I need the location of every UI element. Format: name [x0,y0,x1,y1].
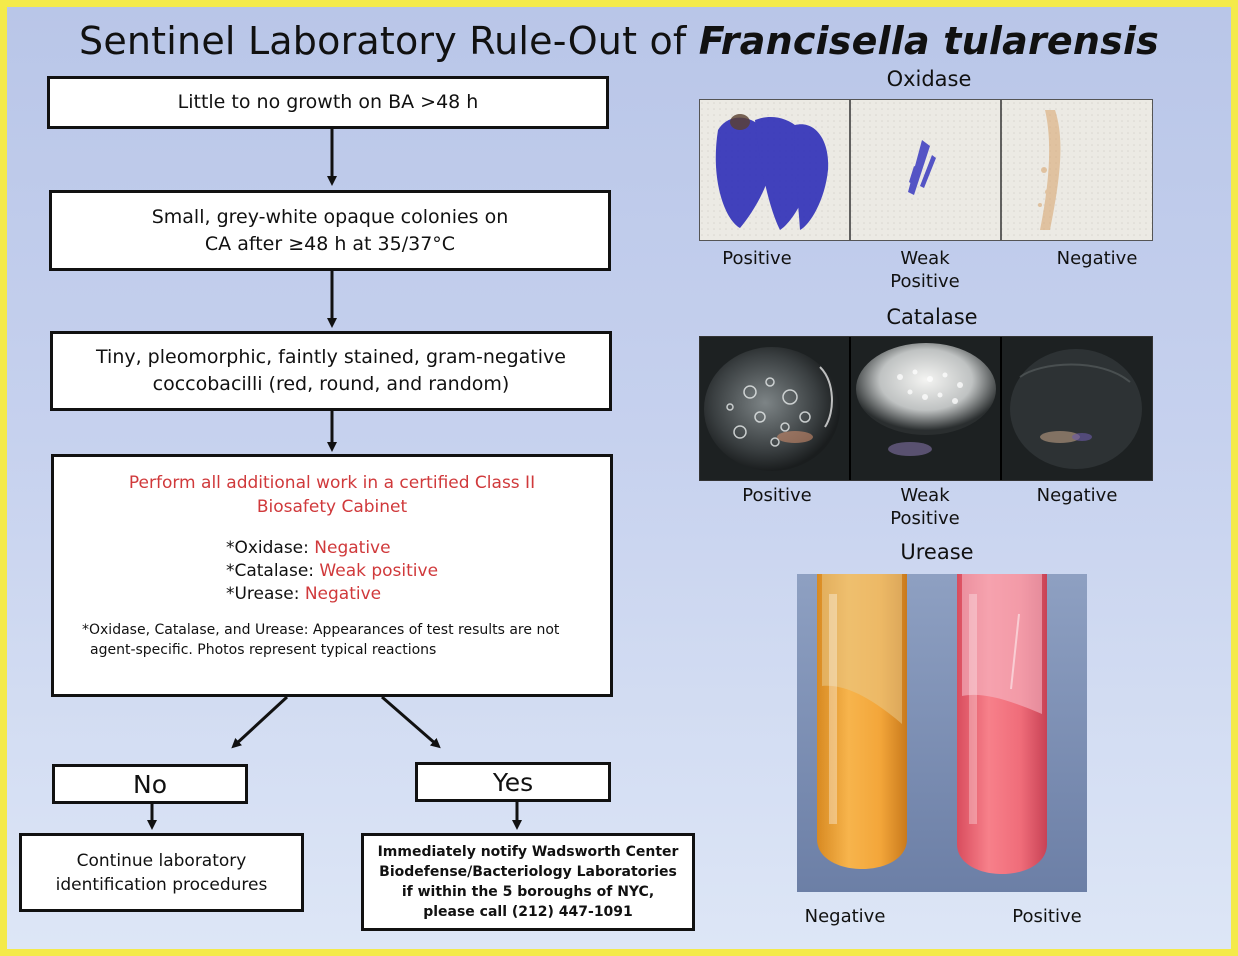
oxidase-negative-photo [1001,100,1152,240]
arrow-step4-yes [381,695,441,749]
urease-tubes [797,574,1087,892]
no-action-box: Continue laboratory identification proce… [19,833,304,912]
yes-action-line1: Immediately notify Wadsworth Center [377,844,679,860]
step2-line2: CA after ≥48 h at 35/37°C [204,232,456,255]
oxidase-negative-label: Negative [1056,248,1138,269]
test-result-oxidase: *Oxidase: Negative [225,538,391,558]
no-action-line2: identification procedures [55,874,268,895]
yes-label: Yes [492,767,534,797]
catalase-positive-label: Positive [742,485,812,506]
step1-text: Little to no growth on BA >48 h [177,91,479,113]
oxidase-photo-strip [699,99,1153,241]
yes-action-box: Immediately notify Wadsworth Center Biod… [361,833,695,931]
urease-photo [797,574,1087,892]
step2-box: Small, grey-white opaque colonies on CA … [49,190,611,271]
yes-action-line2: Biodefense/Bacteriology Laboratories [379,864,677,880]
oxidase-title: Oxidase [886,67,972,91]
oxidase-weak-positive-label: Weak Positive [890,248,960,292]
step4-box: Perform all additional work in a certifi… [51,454,613,697]
catalase-weak-positive-label: Weak Positive [890,485,960,529]
urease-negative-label: Negative [804,906,886,927]
arrow-step4-no [231,695,289,749]
step1-box: Little to no growth on BA >48 h [47,76,609,129]
test-result-catalase: *Catalase: Weak positive [225,561,439,581]
step3-line2: coccobacilli (red, round, and random) [152,373,510,395]
urease-title: Urease [900,540,974,564]
step3-box: Tiny, pleomorphic, faintly stained, gram… [50,331,612,411]
no-box: No [52,764,248,804]
biosafety-caution-line1: Perform all additional work in a certifi… [128,473,536,493]
oxidase-positive-label: Positive [722,248,792,269]
catalase-negative-label: Negative [1036,485,1118,506]
step3-line1: Tiny, pleomorphic, faintly stained, gram… [96,346,566,368]
test-result-urease: *Urease: Negative [225,584,382,604]
flowchart-connectors [147,129,522,830]
yes-action-line4: please call (212) 447-1091 [423,904,633,920]
catalase-title: Catalase [886,305,978,329]
step2-line1: Small, grey-white opaque colonies on [151,205,509,228]
title-organism: Francisella tularensis [698,19,1159,63]
oxidase-photos [700,100,1152,240]
yes-action-line3: if within the 5 boroughs of NYC, [401,884,655,900]
yes-box: Yes [415,762,611,802]
test-results-list: *Oxidase: Negative *Catalase: Weak posit… [226,537,438,606]
biosafety-caution-line2: Biosafety Cabinet [256,497,408,517]
catalase-photos [700,337,1152,480]
footnote: *Oxidase, Catalase, and Urease: Appearan… [82,622,560,658]
no-action-line1: Continue laboratory [76,850,247,871]
oxidase-weak-photo [850,100,1001,240]
no-label: No [133,769,167,799]
title-main: Sentinel Laboratory Rule-Out of [79,19,687,63]
urease-positive-label: Positive [1012,906,1082,927]
page-title: Sentinel Laboratory Rule-Out of Francise… [7,19,1231,63]
catalase-photo-strip [699,336,1153,481]
